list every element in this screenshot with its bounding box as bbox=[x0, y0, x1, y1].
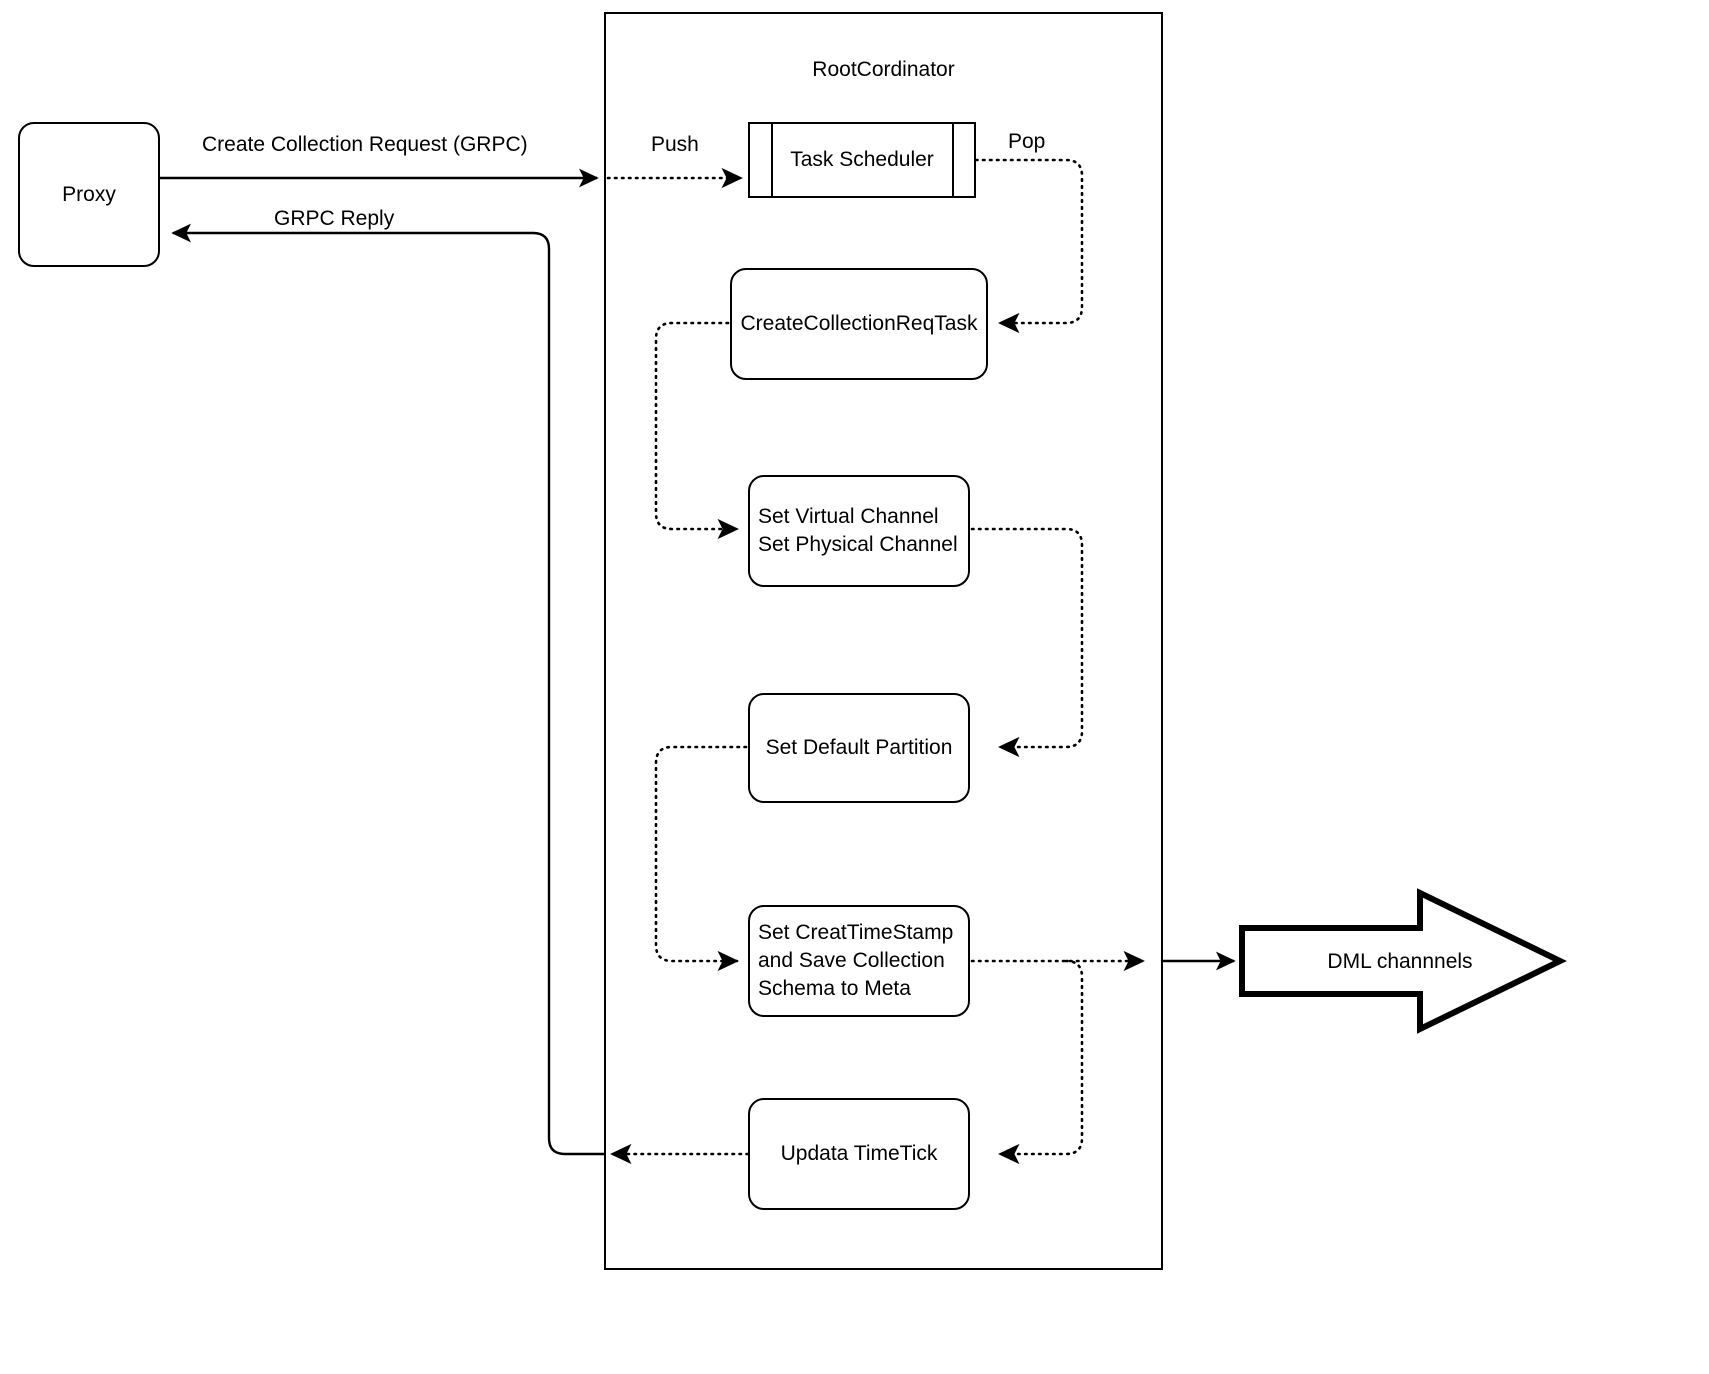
node-updata-timetick[interactable]: Updata TimeTick bbox=[748, 1098, 970, 1210]
node-proxy-label: Proxy bbox=[62, 182, 116, 206]
edge-label-create-collection-request: Create Collection Request (GRPC) bbox=[202, 133, 528, 156]
task-scheduler-divider-right bbox=[952, 124, 954, 196]
node-updata-timetick-label: Updata TimeTick bbox=[780, 1142, 938, 1166]
node-set-creat-timestamp[interactable]: Set CreatTimeStamp and Save Collection S… bbox=[748, 905, 970, 1017]
node-set-default-partition[interactable]: Set Default Partition bbox=[748, 693, 970, 803]
edge-label-pop: Pop bbox=[1008, 130, 1046, 153]
edge-pop bbox=[974, 158, 1084, 334]
node-set-creat-timestamp-line3: Schema to Meta bbox=[758, 976, 911, 1000]
node-dml-channels-label: DML channnels bbox=[1327, 950, 1473, 973]
edge-label-push: Push bbox=[651, 133, 699, 156]
node-task-scheduler[interactable]: Task Scheduler bbox=[748, 122, 976, 198]
edge-channels-to-default-partition bbox=[970, 527, 1084, 758]
node-set-default-partition-label: Set Default Partition bbox=[765, 736, 953, 760]
node-set-creat-timestamp-line2: and Save Collection bbox=[758, 949, 945, 973]
node-task-scheduler-label: Task Scheduler bbox=[790, 148, 934, 172]
edge-grpc-reply bbox=[171, 223, 604, 1156]
node-set-channels-line2: Set Physical Channel bbox=[758, 533, 958, 556]
edge-reqtask-to-channels bbox=[654, 321, 739, 540]
node-create-collection-req-task[interactable]: CreateCollectionReqTask bbox=[730, 268, 988, 380]
edge-default-partition-to-timestamp bbox=[654, 745, 748, 972]
dml-channels-shape bbox=[1239, 888, 1567, 1034]
root-coordinator-container bbox=[604, 12, 1163, 1270]
edge-label-grpc-reply: GRPC Reply bbox=[274, 207, 395, 230]
node-proxy[interactable]: Proxy bbox=[18, 122, 160, 267]
task-scheduler-divider-left bbox=[771, 124, 773, 196]
node-set-channels[interactable]: Set Virtual Channel Set Physical Channel bbox=[748, 475, 970, 587]
edge-timestamp-to-timetick bbox=[998, 959, 1084, 1165]
root-coordinator-title: RootCordinator bbox=[812, 58, 955, 81]
node-create-collection-req-task-label: CreateCollectionReqTask bbox=[740, 312, 978, 336]
node-set-creat-timestamp-line1: Set CreatTimeStamp bbox=[758, 921, 954, 945]
node-set-channels-line1: Set Virtual Channel bbox=[758, 505, 939, 529]
